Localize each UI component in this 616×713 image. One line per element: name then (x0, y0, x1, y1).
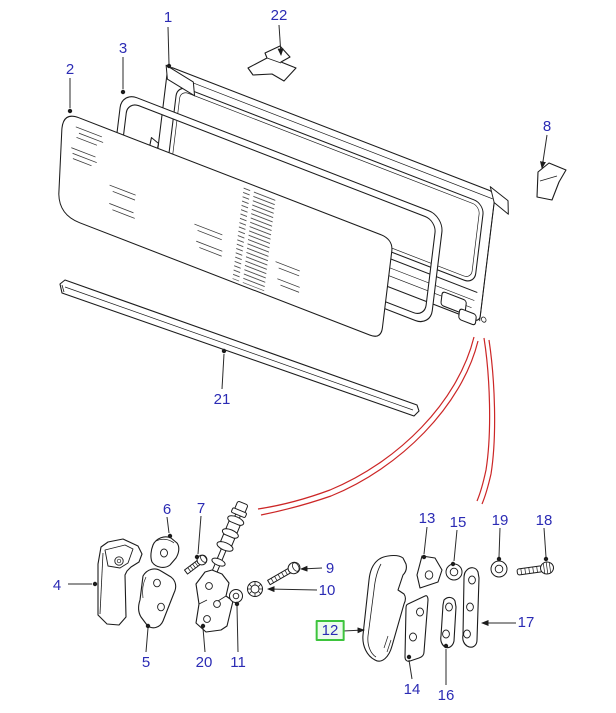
callout-7[interactable]: 7 (196, 500, 206, 517)
part-9-bolt (267, 561, 301, 586)
callout-19[interactable]: 19 (491, 512, 509, 529)
part-15-washer (445, 563, 463, 581)
part-19-washer (490, 560, 508, 578)
leader-lines (67, 24, 549, 685)
callout-12-highlighted[interactable]: 12 (315, 620, 345, 641)
callout-20[interactable]: 20 (195, 654, 213, 671)
callout-8[interactable]: 8 (542, 118, 552, 135)
pivot-rod-assembly (208, 501, 248, 581)
part-12-pad (362, 555, 407, 662)
callout-15[interactable]: 15 (449, 514, 467, 531)
callout-3[interactable]: 3 (118, 40, 128, 57)
part-11-washer (229, 589, 243, 603)
callout-16[interactable]: 16 (437, 687, 455, 704)
callout-10[interactable]: 10 (318, 582, 336, 599)
callout-18[interactable]: 18 (535, 512, 553, 529)
part-14-plate (404, 595, 429, 662)
connector-curves (257, 336, 496, 516)
part-5-plate (138, 568, 177, 629)
callout-17[interactable]: 17 (517, 614, 535, 631)
part-6-plate (150, 536, 180, 568)
callout-21[interactable]: 21 (213, 391, 231, 408)
part-18-bolt (516, 561, 554, 576)
part-10-nut (247, 581, 263, 597)
callout-11[interactable]: 11 (230, 654, 246, 671)
callout-6[interactable]: 6 (162, 501, 172, 518)
callout-9[interactable]: 9 (325, 560, 335, 577)
callout-22[interactable]: 22 (270, 7, 288, 24)
callout-4[interactable]: 4 (52, 577, 62, 594)
part-22-clip (247, 45, 297, 82)
part-8-clip (536, 162, 567, 201)
callout-1[interactable]: 1 (163, 9, 173, 26)
part-21-strip (59, 279, 420, 417)
callout-2[interactable]: 2 (65, 61, 75, 78)
part-2-glass (58, 115, 393, 337)
callout-13[interactable]: 13 (418, 510, 436, 527)
part-20-bracket (195, 569, 234, 633)
callout-5[interactable]: 5 (141, 654, 151, 671)
callout-14[interactable]: 14 (403, 681, 421, 698)
part-4-hinge-cover (97, 538, 143, 626)
part-17-plate (462, 567, 480, 648)
part-13-bracket (416, 555, 443, 589)
part-7-screw (184, 554, 208, 575)
part-16-plate (440, 596, 457, 649)
